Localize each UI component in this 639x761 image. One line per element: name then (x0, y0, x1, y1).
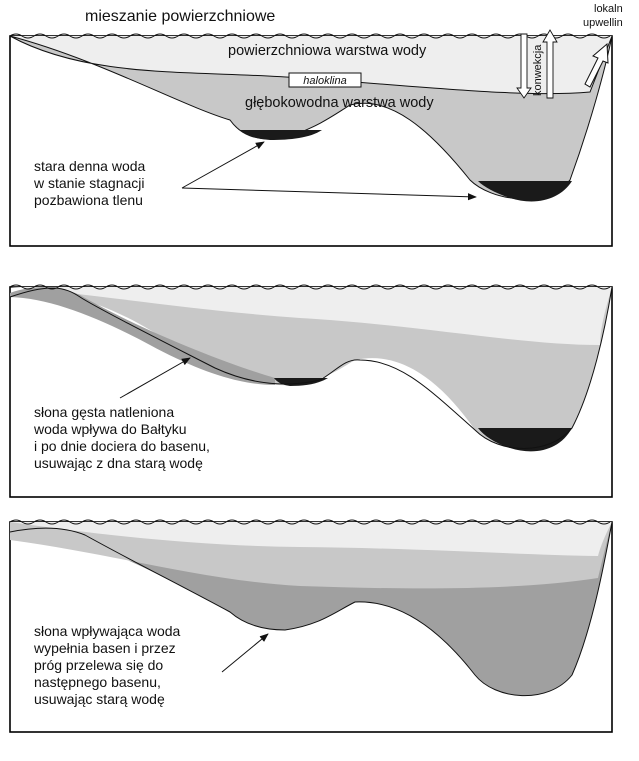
panel-2-note-line-1: słona gęsta natleniona (34, 404, 174, 420)
panel-3-note-line-5: usuwając starą wodę (34, 691, 165, 707)
pointer-arrow-3 (221, 633, 269, 673)
anoxic-water-pool-1 (240, 130, 322, 140)
convection-label: konwekcja (532, 44, 544, 96)
halocline-box (288, 72, 362, 88)
panel-1: haloklina mieszanie powierzchniowe powie… (9, 3, 623, 247)
panel-2-note: słona gęsta natleniona woda wpływa do Ba… (33, 404, 214, 471)
convection-up-arrow (542, 29, 558, 99)
panel-3-note: słona wpływająca woda wypełnia basen i p… (33, 623, 184, 707)
upwelling-label-line1: lokaln (594, 3, 623, 15)
panel-3-note-line-3: próg przelewa się do (34, 657, 163, 673)
panel-3-note-line-1: słona wpływająca woda (34, 623, 181, 639)
anoxic-water-pool-2 (478, 181, 572, 202)
anoxic-water-pool-2 (478, 428, 572, 452)
upwelling-arrow (584, 42, 609, 88)
inflow-water-layer (10, 287, 275, 385)
seabed-outline (9, 286, 613, 449)
surface-layer-label: powierzchniowa warstwa wody (228, 43, 427, 59)
panel-3: słona wpływająca woda wypełnia basen i p… (9, 519, 613, 733)
sea-surface-waves (9, 284, 611, 290)
panel-1-note-line-1: stara denna woda (34, 158, 146, 174)
seabed-outline (9, 521, 613, 697)
panel-1-note: stara denna woda w stanie stagnacji pozb… (33, 158, 149, 208)
panel-3-note-line-4: następnego basenu, (34, 674, 161, 690)
sea-surface-waves (9, 33, 611, 39)
pointer-arrow-1b (181, 187, 477, 201)
convection-down-arrow (516, 33, 532, 99)
surface-water-layer (10, 36, 612, 94)
panel-2-note-line-4: usuwając z dna starą wodę (34, 455, 203, 471)
surface-mixing-label: mieszanie powierzchniowe (85, 8, 275, 25)
panel-1-note-line-3: pozbawiona tlenu (34, 192, 143, 208)
panel-1-note-line-2: w stanie stagnacji (33, 175, 145, 191)
panel-2-note-line-2: woda wpływa do Bałtyku (33, 421, 187, 437)
convection-arrows: konwekcja (516, 29, 558, 99)
pointer-arrow-1a (181, 141, 265, 189)
surface-water-layer (10, 287, 612, 345)
panel-3-note-line-2: wypełnia basen i przez (33, 640, 176, 656)
sea-surface-waves (9, 519, 611, 525)
pointer-arrow-2 (119, 357, 191, 399)
deep-layer-label: głębokowodna warstwa wody (245, 95, 434, 111)
halocline-label: haloklina (303, 75, 346, 87)
upwelling-label-line2: upwellin (583, 17, 623, 29)
panel-2: słona gęsta natleniona woda wpływa do Ba… (9, 284, 613, 498)
surface-water-layer (10, 522, 612, 556)
panel-2-note-line-3: i po dnie dociera do basenu, (34, 438, 210, 454)
